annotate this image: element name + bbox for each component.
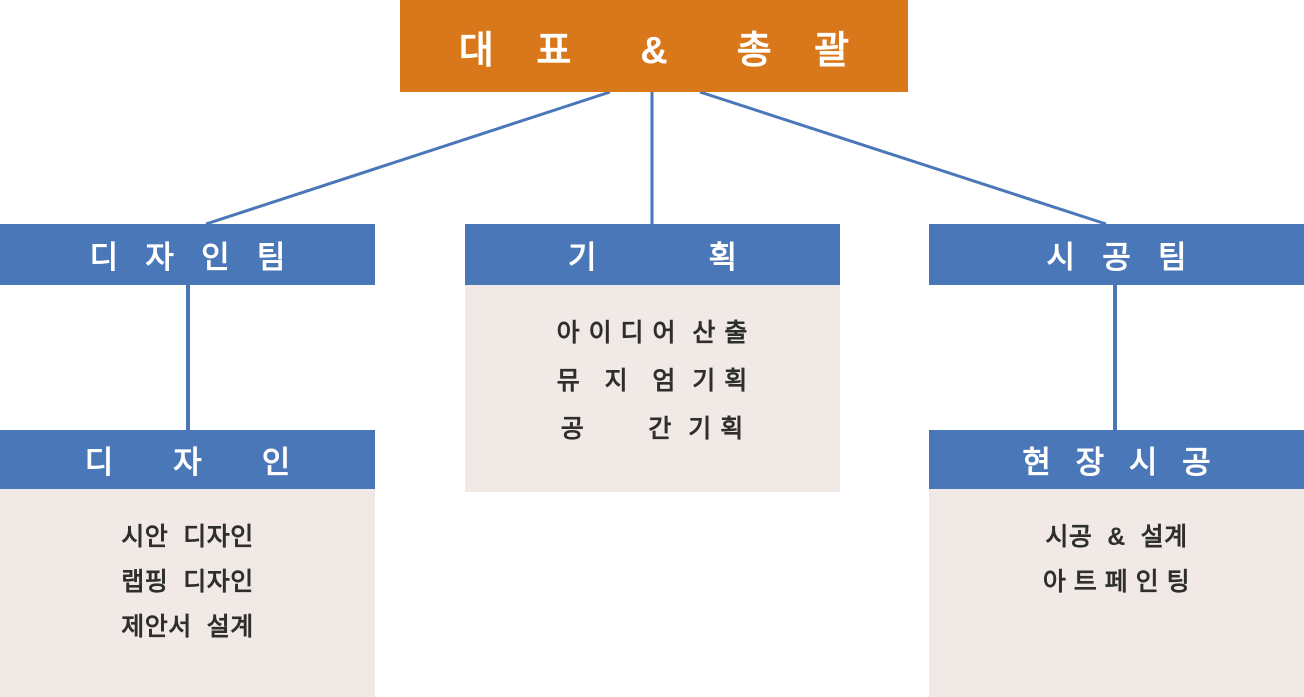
node-design-team[interactable]: 디 자 인 팀 [0,224,375,285]
list-item: 아 이 디 어 산 출 [556,319,749,347]
node-construction-team-label: 시 공 팀 [929,224,1304,285]
node-design[interactable]: 디 자 인 시안 디자인 랩핑 디자인 제안서 설계 [0,430,375,697]
node-construction-team[interactable]: 시 공 팀 [929,224,1304,285]
node-design-label: 디 자 인 [0,430,375,489]
node-field-construction-body: 시공 & 설계 아 트 페 인 팅 [929,489,1304,697]
list-item: 공 간 기 획 [560,415,745,443]
list-item: 랩핑 디자인 [121,568,254,596]
list-item: 제안서 설계 [121,613,254,641]
node-design-body: 시안 디자인 랩핑 디자인 제안서 설계 [0,489,375,697]
list-item: 시공 & 설계 [1045,523,1188,551]
list-item: 아 트 페 인 팅 [1042,568,1191,596]
node-field-construction-label: 현 장 시 공 [929,430,1304,489]
list-item: 시안 디자인 [121,523,254,551]
node-planning[interactable]: 기 획 아 이 디 어 산 출 뮤 지 엄 기 획 공 간 기 획 [465,224,840,492]
list-item: 뮤 지 엄 기 획 [556,367,749,395]
node-design-team-label: 디 자 인 팀 [0,224,375,285]
node-root-label: 대 표 & 총 괄 [400,0,908,92]
connector-root-to-construction-team [699,90,1107,226]
node-planning-body: 아 이 디 어 산 출 뮤 지 엄 기 획 공 간 기 획 [465,285,840,492]
node-field-construction[interactable]: 현 장 시 공 시공 & 설계 아 트 페 인 팅 [929,430,1304,697]
node-planning-label: 기 획 [465,224,840,285]
connector-root-to-design-team [205,90,611,226]
node-root[interactable]: 대 표 & 총 괄 [400,0,908,92]
